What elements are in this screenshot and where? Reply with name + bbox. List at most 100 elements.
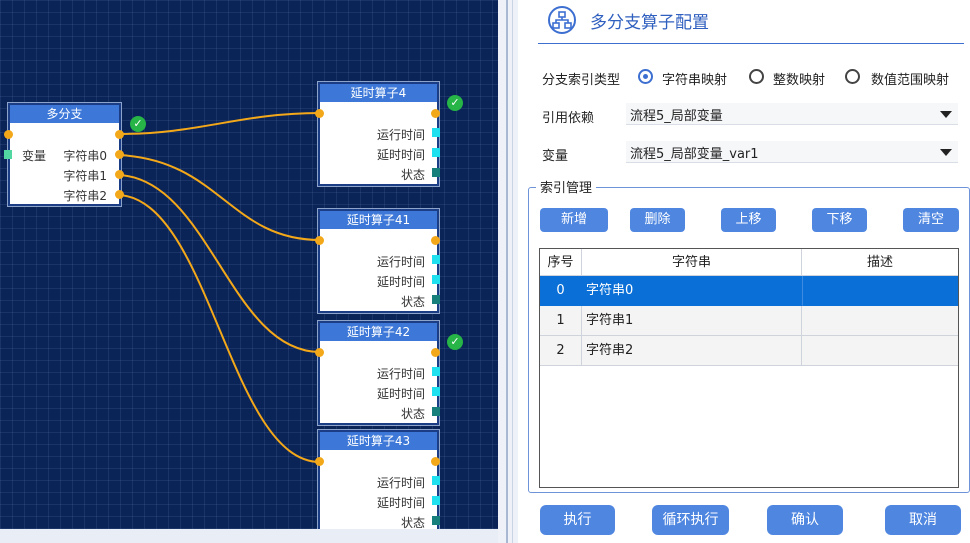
delay-time-port[interactable] (432, 387, 440, 396)
connection-wires (118, 112, 321, 463)
success-check-icon: ✓ (130, 116, 146, 132)
run-time-port[interactable] (432, 476, 440, 485)
input-port[interactable] (4, 130, 13, 139)
delay-node-4[interactable]: 延时算子4 运行时间 延时时间 状态 (318, 82, 439, 186)
node-title: 延时算子43 (320, 432, 437, 450)
delay-time-port[interactable] (432, 148, 440, 157)
confirm-button[interactable]: 确认 (767, 505, 843, 535)
cancel-button[interactable]: 取消 (885, 505, 961, 535)
radio-integer-map-label[interactable]: 整数映射 (773, 73, 826, 88)
node-title: 多分支 (10, 105, 119, 123)
radio-integer-map[interactable] (749, 69, 764, 84)
node-row-delay-time: 延时时间 (376, 387, 425, 401)
status-port[interactable] (432, 516, 440, 525)
column-header-string[interactable]: 字符串 (582, 249, 802, 276)
success-check-icon: ✓ (447, 334, 463, 350)
panel-header: 多分支算子配置 (538, 0, 964, 44)
wire-string1-to-delay42 (118, 174, 321, 353)
node-row-run-time: 运行时间 (376, 476, 425, 490)
input-port[interactable] (315, 109, 324, 118)
status-port[interactable] (432, 407, 440, 416)
delay-node-42[interactable]: 延时算子42 运行时间 延时时间 状态 (318, 321, 439, 425)
input-port[interactable] (315, 457, 324, 466)
move-down-button[interactable]: 下移 (812, 208, 867, 232)
variable-input-port[interactable] (4, 150, 12, 159)
success-check-icon: ✓ (447, 95, 463, 111)
cell-description[interactable] (802, 276, 958, 306)
node-title: 延时算子41 (320, 211, 437, 229)
splitter-line (506, 0, 508, 543)
output-port[interactable] (431, 236, 440, 245)
output-port-string0[interactable] (115, 130, 124, 139)
move-up-button[interactable]: 上移 (721, 208, 776, 232)
node-row-status: 状态 (400, 407, 425, 421)
cell-index: 2 (540, 336, 582, 366)
index-management-legend: 索引管理 (536, 177, 597, 196)
node-row-run-time: 运行时间 (376, 128, 425, 142)
cell-string[interactable]: 字符串2 (582, 336, 802, 366)
config-panel: 多分支算子配置 分支索引类型 字符串映射 整数映射 数值范围映射 引用依赖 流程… (518, 0, 970, 543)
delay-time-port[interactable] (432, 275, 440, 284)
status-port[interactable] (432, 295, 440, 304)
column-header-index[interactable]: 序号 (540, 249, 582, 276)
wire-string0-to-delay41 (118, 154, 321, 241)
node-title: 延时算子4 (320, 84, 437, 102)
dependency-label: 引用依赖 (542, 111, 595, 126)
node-row-run-time: 运行时间 (376, 367, 425, 381)
run-time-port[interactable] (432, 367, 440, 376)
table-row[interactable]: 0 字符串0 (540, 276, 958, 306)
delay-node-43[interactable]: 延时算子43 运行时间 延时时间 状态 (318, 430, 439, 529)
delay-node-41[interactable]: 延时算子41 运行时间 延时时间 状态 (318, 209, 439, 313)
radio-range-map[interactable] (845, 69, 860, 84)
input-port[interactable] (315, 348, 324, 357)
delay-time-port[interactable] (432, 496, 440, 505)
run-time-port[interactable] (432, 255, 440, 264)
node-row-delay-time: 延时时间 (376, 148, 425, 162)
loop-execute-button[interactable]: 循环执行 (652, 505, 729, 535)
cell-description[interactable] (802, 336, 958, 366)
chevron-down-icon (940, 111, 952, 118)
input-port[interactable] (315, 236, 324, 245)
node-output-label: 字符串0 (63, 149, 107, 163)
cell-index: 1 (540, 306, 582, 336)
branch-type-label: 分支索引类型 (542, 73, 621, 88)
dependency-select[interactable]: 流程5_局部变量 (626, 103, 958, 125)
output-port-string0[interactable] (115, 150, 124, 159)
delete-button[interactable]: 删除 (630, 208, 685, 232)
node-title: 延时算子42 (320, 323, 437, 341)
add-button[interactable]: 新增 (540, 208, 608, 232)
output-port[interactable] (431, 457, 440, 466)
output-port-string2[interactable] (115, 190, 124, 199)
clear-button[interactable]: 清空 (903, 208, 959, 232)
variable-value: 流程5_局部变量_var1 (630, 147, 759, 162)
table-row[interactable]: 1 字符串1 (540, 306, 958, 336)
multi-branch-node[interactable]: 多分支 变量 字符串0 字符串1 字符串2 (8, 103, 121, 206)
index-table[interactable]: 序号 字符串 描述 0 字符串0 1 字符串1 2 字符串2 (539, 248, 959, 488)
table-row[interactable]: 2 字符串2 (540, 336, 958, 366)
status-port[interactable] (432, 168, 440, 177)
radio-string-map[interactable] (638, 69, 653, 84)
node-row-status: 状态 (400, 168, 425, 182)
execute-button[interactable]: 执行 (540, 505, 615, 535)
cell-string[interactable]: 字符串1 (582, 306, 802, 336)
panel-splitter[interactable] (498, 0, 518, 543)
splitter-line (512, 0, 513, 543)
flow-canvas[interactable]: 多分支 变量 字符串0 字符串1 字符串2 ✓ 延时算子4 运行时间 延时时间 … (0, 0, 498, 529)
wire-string0-to-delay4 (118, 112, 321, 135)
node-row-delay-time: 延时时间 (376, 496, 425, 510)
output-port[interactable] (431, 109, 440, 118)
cell-string[interactable]: 字符串0 (582, 276, 802, 306)
org-chart-icon (548, 6, 576, 34)
cell-index: 0 (540, 276, 582, 306)
output-port-string1[interactable] (115, 170, 124, 179)
dependency-value: 流程5_局部变量 (630, 109, 723, 124)
radio-string-map-label[interactable]: 字符串映射 (662, 73, 728, 88)
output-port[interactable] (431, 348, 440, 357)
variable-select[interactable]: 流程5_局部变量_var1 (626, 141, 958, 163)
cell-description[interactable] (802, 306, 958, 336)
column-header-description[interactable]: 描述 (802, 249, 958, 276)
run-time-port[interactable] (432, 128, 440, 137)
radio-range-map-label[interactable]: 数值范围映射 (871, 73, 950, 88)
wire-string2-to-delay43 (118, 194, 321, 463)
panel-title: 多分支算子配置 (590, 13, 709, 33)
